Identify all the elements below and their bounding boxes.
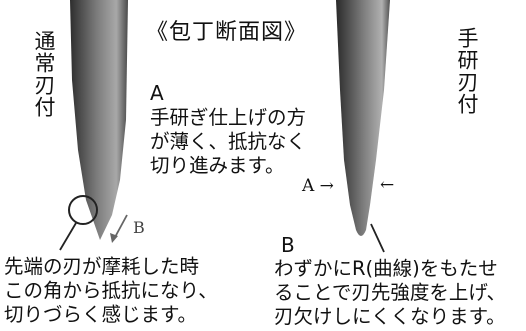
note-wear-text: 先端の刃が摩耗した時 この角から抵抗になり、 切りづらく感じます。 xyxy=(4,255,218,327)
hand-sharpened-blade-profile xyxy=(336,0,390,236)
note-b-text: わずかにR(曲線)をもたせ ることで刃先強度を上げ、 刃欠けしにくくなります。 xyxy=(274,257,506,329)
note-a-line: 切り進みます。 xyxy=(150,154,285,177)
wear-corner-pointer-line xyxy=(59,222,77,251)
note-b-line: 刃欠けしにくくなります。 xyxy=(274,305,506,328)
note-a-letter: A xyxy=(150,81,164,105)
note-a-line: が薄く、抵抗なく xyxy=(150,130,307,153)
hand-sharpened-edge-label: 手研刃付 xyxy=(455,27,479,115)
r-curve-pointer-line xyxy=(370,223,385,253)
b-arrow-left-shaft xyxy=(113,214,128,240)
a-marker-right: ← xyxy=(380,175,395,195)
note-wear-line: 切りづらく感じます。 xyxy=(4,303,198,326)
diagram-title: 《包丁断面図》 xyxy=(146,20,308,45)
wear-corner-circle xyxy=(68,195,98,225)
note-a-text: 手研ぎ仕上げの方 が薄く、抵抗なく 切り進みます。 xyxy=(150,106,306,178)
note-b-line: ることで刃先強度を上げ、 xyxy=(274,281,507,304)
b-arrow-left-head xyxy=(110,233,118,243)
standard-edge-label: 通常刃付 xyxy=(32,30,56,118)
a-marker-left: A → xyxy=(302,176,334,196)
standard-blade-profile xyxy=(70,0,128,240)
note-b-letter: B xyxy=(281,233,295,257)
note-wear-line: 先端の刃が摩耗した時 xyxy=(4,255,200,278)
note-wear-line: この角から抵抗になり、 xyxy=(4,279,218,302)
note-b-line: わずかにR(曲線)をもたせ xyxy=(274,257,498,280)
b-arrow-left-letter: B xyxy=(133,218,145,237)
note-a-line: 手研ぎ仕上げの方 xyxy=(150,106,307,129)
